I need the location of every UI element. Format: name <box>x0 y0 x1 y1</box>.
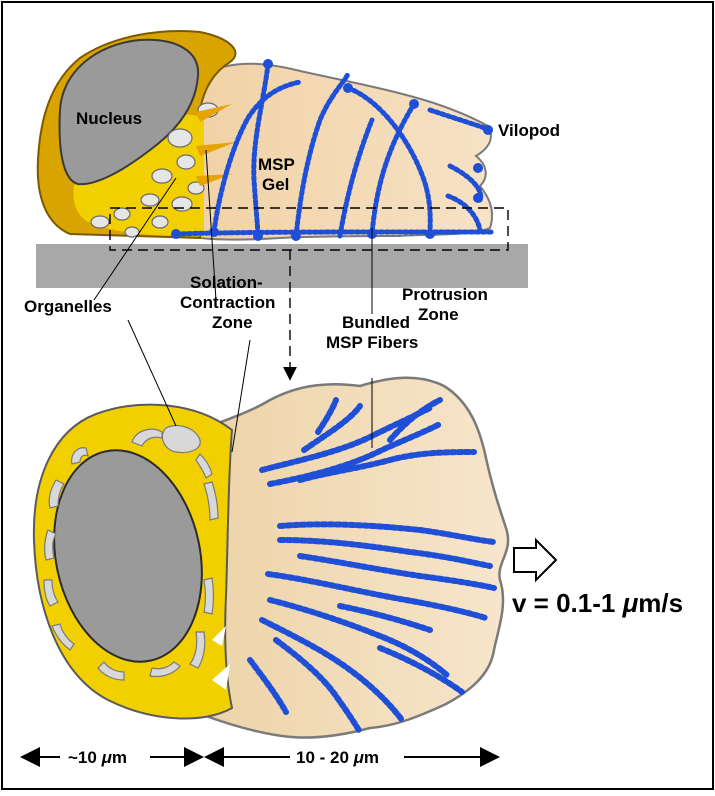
direction-arrow-icon <box>514 540 556 580</box>
label-msp-gel-2: Gel <box>262 175 289 194</box>
label-msp-gel-1: MSP <box>258 155 295 174</box>
label-solation-2: Contraction <box>180 293 275 312</box>
label-protrusion-2: Zone <box>418 305 459 324</box>
label-solation-3: Zone <box>212 313 253 332</box>
label-vilopod: Vilopod <box>498 121 560 140</box>
label-solation-1: Solation- <box>190 273 263 292</box>
label-bundled-2: MSP Fibers <box>326 333 418 352</box>
scale-label-left: ~10 μm <box>68 748 127 767</box>
velocity-label: v = 0.1-1 μm/s <box>512 588 683 618</box>
label-protrusion-1: Protrusion <box>402 285 488 304</box>
scale-label-right: 10 - 20 μm <box>296 748 379 767</box>
label-bundled-1: Bundled <box>342 313 410 332</box>
label-nucleus: Nucleus <box>76 109 142 128</box>
label-organelles: Organelles <box>24 297 112 316</box>
